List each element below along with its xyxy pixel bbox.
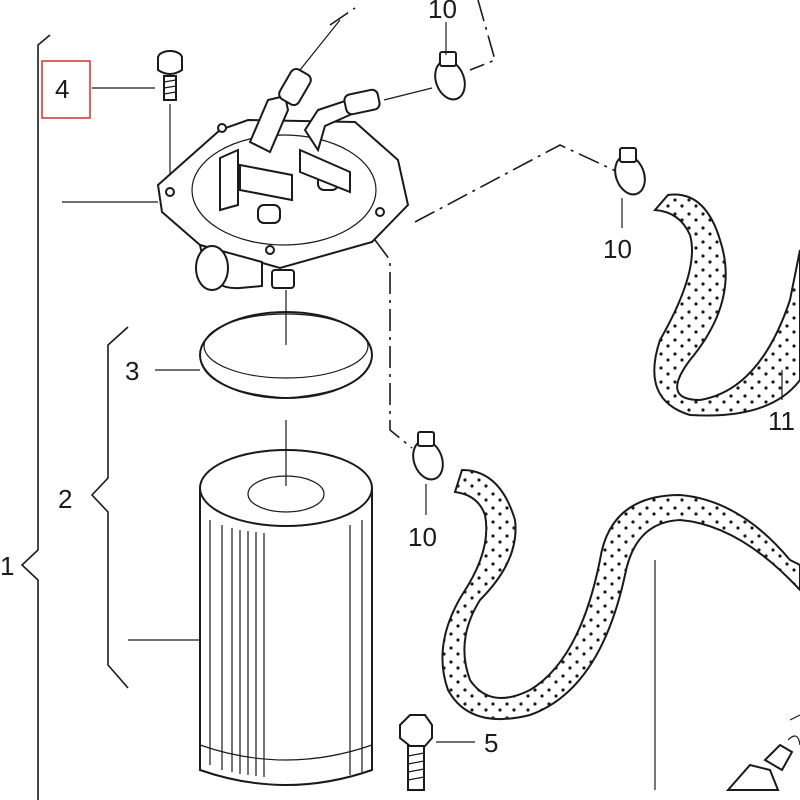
callout-10-mid: 10 (408, 522, 437, 552)
callout-10-right: 10 (603, 234, 632, 264)
callout-4: 4 (55, 74, 69, 104)
screw-part-5 (399, 714, 433, 791)
bracket-group-1 (20, 34, 51, 800)
routing-line-top (329, 0, 496, 71)
routing-line-right (414, 144, 619, 223)
sensor-connector-partial (725, 743, 794, 791)
fuel-hose-upper (652, 193, 800, 417)
filter-element (199, 449, 373, 786)
callout-1: 1 (0, 551, 14, 581)
hose-clamp-mid (412, 431, 444, 505)
callout-10-top: 10 (428, 0, 457, 24)
sealing-ring (199, 311, 373, 399)
callout-highlight-box (41, 60, 91, 119)
fuel-hose-lower (441, 468, 800, 721)
callout-5: 5 (484, 728, 498, 758)
callout-2: 2 (58, 484, 72, 514)
callout-11: 11 (768, 406, 795, 436)
hose-clamp-top (434, 51, 466, 101)
bracket-group-2 (90, 326, 129, 689)
hose-clamp-right (614, 147, 646, 220)
routing-line-mid (374, 239, 413, 449)
callout-3: 3 (125, 356, 139, 386)
screw-part-4 (157, 50, 183, 175)
filter-housing-head (156, 19, 433, 291)
